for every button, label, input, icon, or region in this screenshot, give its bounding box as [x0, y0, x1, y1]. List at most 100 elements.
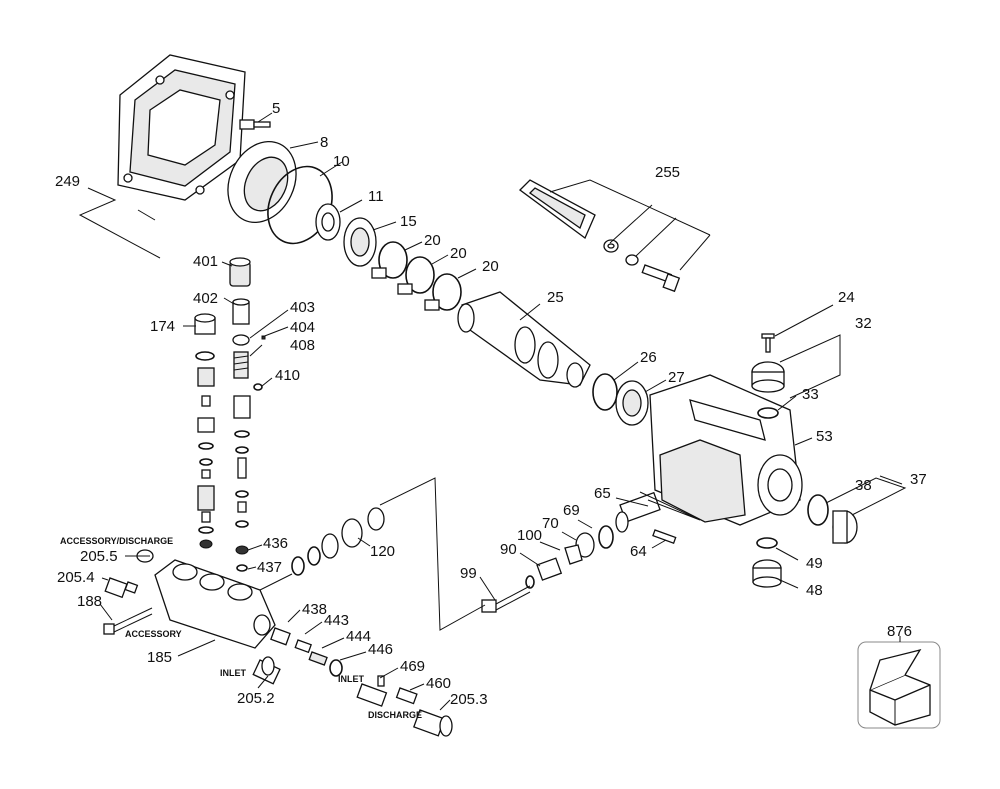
coupler-205-3 [413, 709, 453, 737]
sleeve-90 [525, 557, 563, 589]
callout-402: 402 [193, 290, 218, 307]
callout-410: 410 [275, 367, 300, 384]
callout-64: 64 [630, 543, 647, 560]
callout-174: 174 [150, 318, 175, 335]
fitting-205-2 [252, 656, 281, 685]
oring-410 [253, 383, 263, 391]
port-tags: ACCESSORY/DISCHARGE ACCESSORY INLET INLE… [60, 536, 422, 720]
callout-436: 436 [263, 535, 288, 552]
leader-lines [78, 112, 907, 711]
valve-stack-left [197, 367, 215, 549]
tag-inlet-injector: INLET [338, 674, 365, 684]
callout-444: 444 [346, 628, 371, 645]
callout-401: 401 [193, 253, 218, 270]
callout-120: 120 [370, 543, 395, 560]
seal-stack-120 [291, 507, 385, 576]
callout-11: 11 [368, 188, 384, 205]
callout-99: 99 [460, 565, 477, 582]
plug-37 [832, 510, 858, 544]
guide-100 [564, 544, 583, 565]
callout-185: 185 [147, 649, 172, 666]
washer-11 [315, 203, 341, 241]
valve-stack-right [233, 395, 251, 572]
callout-205-2: 205.2 [237, 690, 275, 707]
pin-64 [652, 529, 677, 544]
tag-accessory-discharge: ACCESSORY/DISCHARGE [60, 536, 173, 546]
seat-403 [232, 334, 250, 346]
callout-205-3: 205.3 [450, 691, 488, 708]
callout-labels: 5 8 10 11 15 20 20 20 25 26 27 24 32 33 … [55, 100, 927, 708]
callout-32: 32 [855, 315, 872, 332]
kit-box-876 [857, 641, 941, 729]
oring-49 [756, 537, 778, 549]
oil-cap-32 [751, 361, 785, 393]
callout-20c: 20 [482, 258, 499, 275]
valve-plug-174 [194, 313, 216, 361]
oring-33 [757, 407, 779, 419]
nipple-460 [395, 687, 418, 705]
snap-ring-26 [592, 373, 618, 411]
callout-438: 438 [302, 601, 327, 618]
callout-48: 48 [806, 582, 823, 599]
piston-65 [615, 491, 661, 533]
callout-437: 437 [257, 559, 282, 576]
bearing-15 [343, 217, 377, 267]
unloader-parts [270, 627, 343, 677]
callout-70: 70 [542, 515, 559, 532]
bearing-27 [615, 380, 649, 426]
callout-249: 249 [55, 173, 80, 190]
callout-53: 53 [816, 428, 833, 445]
crankshaft-25 [457, 291, 591, 388]
injector-469 [356, 675, 388, 707]
callout-15: 15 [400, 213, 417, 230]
bolt-188 [103, 607, 153, 635]
callout-404: 404 [290, 319, 315, 336]
spring-408 [233, 351, 249, 379]
tag-accessory: ACCESSORY [125, 629, 182, 639]
callout-65: 65 [594, 485, 611, 502]
tag-inlet-manifold: INLET [220, 668, 247, 678]
callout-26: 26 [640, 349, 657, 366]
head-plate-249 [117, 54, 246, 201]
callout-100: 100 [517, 527, 542, 544]
manifold-185 [154, 559, 276, 649]
callout-446: 446 [368, 641, 393, 658]
callout-443: 443 [324, 612, 349, 629]
callout-37: 37 [910, 471, 927, 488]
callout-49: 49 [806, 555, 823, 572]
bolt-99 [481, 585, 531, 613]
drain-plug-48 [752, 559, 782, 588]
callout-460: 460 [426, 675, 451, 692]
callout-27: 27 [668, 369, 685, 386]
callout-38: 38 [855, 477, 872, 494]
callout-90: 90 [500, 541, 517, 558]
callout-20b: 20 [450, 245, 467, 262]
seal-retainer-8 [227, 140, 297, 224]
valve-cap-401 [229, 257, 251, 287]
oring-38 [807, 494, 829, 526]
callout-5: 5 [272, 100, 280, 117]
gasket-kit-255 [519, 179, 681, 293]
callout-24: 24 [838, 289, 855, 306]
screw-24 [761, 333, 775, 353]
callout-8: 8 [320, 134, 328, 151]
callout-25: 25 [547, 289, 564, 306]
valve-guide-402 [232, 298, 250, 325]
connecting-rods-20 [371, 241, 462, 311]
callout-10: 10 [333, 153, 350, 170]
callout-33: 33 [802, 386, 819, 403]
crankcase-53 [649, 374, 803, 526]
bolt-5 [239, 119, 271, 130]
callout-188: 188 [77, 593, 102, 610]
callout-69: 69 [563, 502, 580, 519]
callout-205-4: 205.4 [57, 569, 95, 586]
callout-408: 408 [290, 337, 315, 354]
oring-69 [598, 525, 614, 549]
callout-20a: 20 [424, 232, 441, 249]
callout-469: 469 [400, 658, 425, 675]
callout-255: 255 [655, 164, 680, 181]
callout-205-5: 205.5 [80, 548, 118, 565]
callout-876: 876 [887, 623, 912, 640]
callout-403: 403 [290, 299, 315, 316]
